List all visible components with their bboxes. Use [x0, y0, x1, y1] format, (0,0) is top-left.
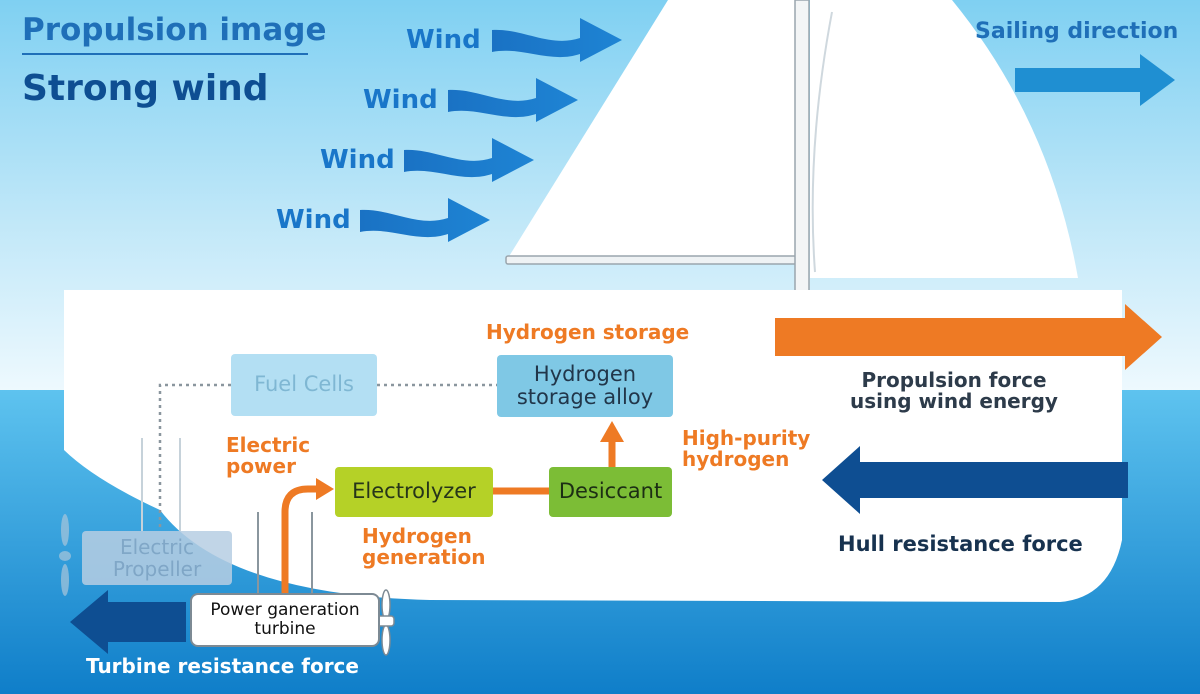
- diagram-subtitle: Strong wind: [22, 68, 269, 109]
- wind-arrow-2: [448, 78, 578, 122]
- desiccant-box: Desiccant: [549, 467, 672, 517]
- electrolyzer-label: Electrolyzer: [352, 479, 476, 504]
- electric-propeller-box: Electric Propeller: [82, 531, 232, 585]
- title-underline: [22, 53, 308, 55]
- propulsion-force-label: Propulsion force using wind energy: [850, 368, 1058, 413]
- power-generation-turbine-box: Power ganeration turbine: [190, 593, 380, 647]
- faint-shafts: [141, 438, 181, 531]
- wind-arrow-4: [360, 198, 490, 242]
- turbine-resistance-label: Turbine resistance force: [86, 654, 359, 678]
- faint-propeller: [59, 514, 71, 596]
- power-generation-turbine-label: Power ganeration turbine: [210, 600, 360, 639]
- hydrogen-storage-alloy-label: Hydrogen storage alloy: [516, 361, 654, 409]
- hull-resistance-arrow: [822, 446, 1128, 514]
- high-purity-hydrogen-label: High-purity hydrogen: [682, 426, 811, 471]
- turbine-shafts: [257, 512, 313, 593]
- desiccant-alloy-arrowhead: [600, 421, 624, 442]
- fuel-cells-label: Fuel Cells: [254, 372, 354, 397]
- turbine-blades: [375, 589, 395, 656]
- hydrogen-storage-alloy-box: Hydrogen storage alloy: [497, 355, 673, 417]
- wind-arrow-3: [404, 138, 534, 182]
- wind-arrow-1: [492, 18, 622, 62]
- sailing-direction-arrow: [1015, 54, 1175, 106]
- jib-sail: [508, 0, 795, 258]
- wind-label-3: Wind: [320, 145, 395, 175]
- sailing-direction-label: Sailing direction: [975, 19, 1179, 44]
- wind-label-2: Wind: [363, 85, 438, 115]
- wind-label-1: Wind: [406, 25, 481, 55]
- fuel-cells-box: Fuel Cells: [231, 354, 377, 416]
- hydrogen-storage-label: Hydrogen storage: [486, 320, 690, 344]
- electric-power-label: Electric power: [226, 433, 311, 478]
- hydrogen-generation-label: Hydrogen generation: [362, 524, 486, 569]
- mast: [794, 0, 810, 293]
- desiccant-label: Desiccant: [558, 479, 663, 504]
- dotted-line-fuel-propeller: [158, 383, 231, 531]
- propulsion-force-arrow: [775, 304, 1162, 370]
- boom: [505, 255, 797, 265]
- main-sail-curve: [811, 11, 833, 273]
- turbine-resistance-arrow: [70, 590, 186, 654]
- hull-resistance-label: Hull resistance force: [838, 532, 1083, 556]
- main-sail: [810, 0, 1078, 278]
- electric-propeller-label: Electric Propeller: [112, 535, 202, 581]
- electrolyzer-box: Electrolyzer: [335, 467, 493, 517]
- wind-arrows: [360, 18, 622, 242]
- wind-label-4: Wind: [276, 205, 351, 235]
- power-flow-arrowhead: [316, 478, 334, 500]
- diagram-title: Propulsion image: [22, 12, 327, 48]
- power-flow-line: [281, 485, 318, 593]
